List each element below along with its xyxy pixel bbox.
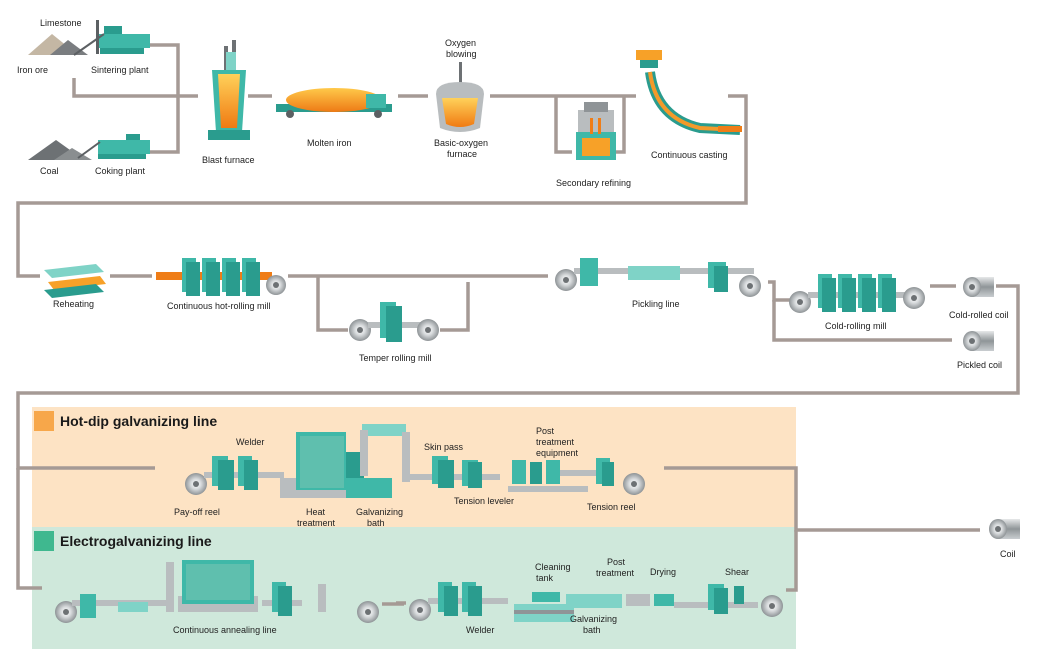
label-iron-ore: Iron ore (17, 65, 48, 75)
label-eg-annealing-line: Continuous annealing line (173, 625, 277, 635)
coal-pile (28, 140, 92, 160)
label-eg-galvanizing-bath-2: bath (583, 625, 601, 635)
label-eg-drying: Drying (650, 567, 676, 577)
label-molten-iron: Molten iron (307, 138, 352, 148)
label-hd-galvanizing-bath-1: Galvanizing (356, 507, 403, 517)
label-hd-post-treatment-2: treatment (536, 437, 575, 447)
label-pickled-coil: Pickled coil (957, 360, 1002, 370)
hot-dip-equipment (185, 424, 645, 498)
label-cold-rolling-mill: Cold-rolling mill (825, 321, 887, 331)
label-continuous-casting: Continuous casting (651, 150, 728, 160)
label-eg-cleaning-tank-1: Cleaning (535, 562, 571, 572)
label-eg-cleaning-tank-2: tank (536, 573, 554, 583)
label-limestone: Limestone (40, 18, 82, 28)
label-hd-heat-treatment-1: Heat (306, 507, 326, 517)
basic-oxygen-furnace (436, 62, 484, 132)
temper-rolling-mill (349, 302, 439, 342)
hot-rolling-mill (156, 258, 286, 296)
label-oxygen-blowing-1: Oxygen (445, 38, 476, 48)
label-cold-rolled-coil: Cold-rolled coil (949, 310, 1009, 320)
label-reheating: Reheating (53, 299, 94, 309)
molten-iron-car (276, 88, 392, 118)
label-coil: Coil (1000, 549, 1016, 559)
label-hd-heat-treatment-2: treatment (297, 518, 336, 528)
label-eg-welder: Welder (466, 625, 494, 635)
reheating-furnace (44, 264, 106, 298)
electro-equipment (55, 560, 783, 623)
label-eg-galvanizing-bath-1: Galvanizing (570, 614, 617, 624)
pickling-line (555, 258, 761, 297)
label-hd-tension-leveler: Tension leveler (454, 496, 514, 506)
coking-plant (77, 134, 150, 159)
label-hd-tension-reel: Tension reel (587, 502, 636, 512)
label-coal: Coal (40, 166, 59, 176)
sintering-plant (73, 20, 150, 56)
electro-title: Electrogalvanizing line (60, 533, 212, 549)
label-hd-pay-off-reel: Pay-off reel (174, 507, 220, 517)
label-hd-galvanizing-bath-2: bath (367, 518, 385, 528)
electro-title-marker (34, 531, 54, 551)
label-hot-rolling-mill: Continuous hot-rolling mill (167, 301, 271, 311)
label-oxygen-blowing-2: blowing (446, 49, 477, 59)
label-hd-skin-pass: Skin pass (424, 442, 464, 452)
hot-dip-title: Hot-dip galvanizing line (60, 413, 217, 429)
label-hd-welder: Welder (236, 437, 264, 447)
cold-rolling-mill (789, 274, 925, 313)
cold-rolled-coil-icon (963, 277, 994, 297)
label-basic-oxygen-furnace-2: furnace (447, 149, 477, 159)
label-eg-shear: Shear (725, 567, 749, 577)
continuous-caster (636, 50, 742, 135)
label-pickling-line: Pickling line (632, 299, 680, 309)
label-sintering-plant: Sintering plant (91, 65, 149, 75)
label-secondary-refining: Secondary refining (556, 178, 631, 188)
label-blast-furnace: Blast furnace (202, 155, 255, 165)
label-eg-post-treatment-2: treatment (596, 568, 635, 578)
pickled-coil-icon (963, 331, 994, 351)
final-coil-icon (989, 519, 1020, 539)
electro-section-bg (32, 527, 796, 649)
secondary-refining (576, 102, 616, 160)
label-basic-oxygen-furnace-1: Basic-oxygen (434, 138, 488, 148)
label-temper-rolling-mill: Temper rolling mill (359, 353, 432, 363)
labels: Limestone Iron ore Sintering plant Coal … (17, 18, 1016, 635)
label-eg-post-treatment-1: Post (607, 557, 626, 567)
label-hd-post-treatment-3: equipment (536, 448, 579, 458)
blast-furnace (208, 40, 250, 140)
hot-dip-title-marker (34, 411, 54, 431)
flow-lines (16, 43, 1020, 606)
label-coking-plant: Coking plant (95, 166, 146, 176)
label-hd-post-treatment-1: Post (536, 426, 555, 436)
